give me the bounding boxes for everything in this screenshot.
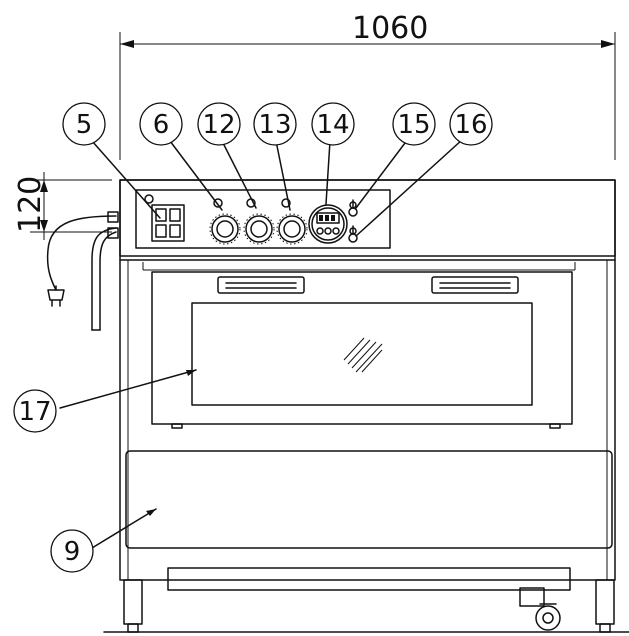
pilot-lamp-1 xyxy=(144,194,154,204)
knob-12 xyxy=(243,213,275,245)
callout-16: 16 xyxy=(449,102,493,146)
callout-6: 6 xyxy=(139,102,183,146)
switch-16 xyxy=(348,225,358,243)
oven-door xyxy=(151,271,573,429)
knob-13 xyxy=(276,213,308,245)
pilot-lamp-2 xyxy=(213,198,223,208)
oven-body xyxy=(119,179,616,581)
callout-5-label: 5 xyxy=(76,110,93,140)
callout-13: 13 xyxy=(253,102,297,146)
height-dimension-label: 120 xyxy=(13,176,48,233)
legs xyxy=(103,579,629,633)
callout-15: 15 xyxy=(392,102,436,146)
control-panel-height-dimension: 120 xyxy=(13,172,112,240)
callout-12-label: 12 xyxy=(202,110,235,140)
knob-6 xyxy=(209,213,241,245)
callout-16-label: 16 xyxy=(454,110,487,140)
callout-5: 5 xyxy=(62,102,106,146)
callout-17: 17 xyxy=(13,389,57,433)
lower-compartment xyxy=(125,450,613,591)
callout-13-label: 13 xyxy=(258,110,291,140)
digital-controller xyxy=(308,204,348,244)
callout-15-label: 15 xyxy=(397,110,430,140)
pilot-lamp-4 xyxy=(281,198,291,208)
callout-9-label: 9 xyxy=(64,537,81,567)
switch-15 xyxy=(348,199,358,217)
callout-6-label: 6 xyxy=(153,110,170,140)
caster-wheel-icon xyxy=(519,587,561,631)
callout-17-label: 17 xyxy=(18,397,51,427)
power-cord xyxy=(46,211,119,331)
callout-9: 9 xyxy=(50,529,94,573)
callout-14: 14 xyxy=(311,102,355,146)
width-dimension-label: 1060 xyxy=(352,11,428,46)
callout-14-label: 14 xyxy=(316,110,349,140)
terminal-block xyxy=(151,204,185,242)
width-dimension: 1060 xyxy=(119,11,616,160)
leader-lines xyxy=(59,138,464,549)
callout-12: 12 xyxy=(197,102,241,146)
power-plug-icon xyxy=(47,285,65,307)
